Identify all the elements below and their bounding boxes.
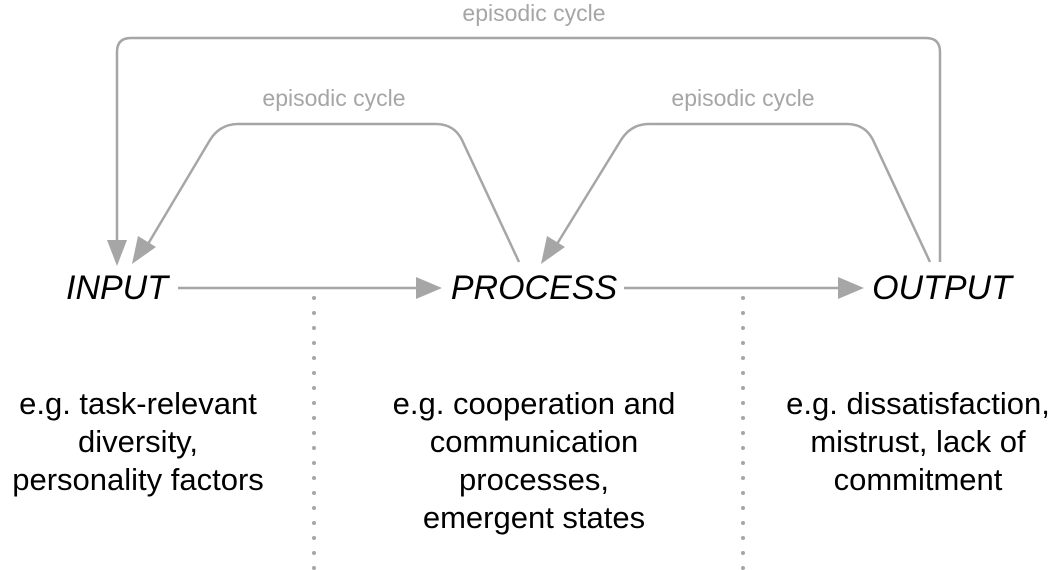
outer-cycle-arrow	[115, 36, 942, 262]
output-label: OUTPUT	[872, 269, 1014, 307]
input-example-line: personality factors	[12, 462, 264, 497]
input-examples: e.g. task-relevant diversity, personalit…	[12, 386, 264, 497]
right-cycle-arrowhead	[541, 236, 565, 264]
right-cycle-label: episodic cycle	[671, 85, 814, 111]
process-example-line: emergent states	[423, 500, 645, 535]
output-example-line: mistrust, lack of	[810, 424, 1026, 459]
outer-cycle-label: episodic cycle	[462, 0, 605, 26]
input-label: INPUT	[66, 269, 170, 307]
left-cycle-arrow	[146, 122, 521, 263]
process-examples: e.g. cooperation and communication proce…	[393, 386, 676, 535]
process-example-line: processes,	[459, 462, 609, 497]
process-example-line: communication	[430, 424, 638, 459]
outer-cycle-arrowhead	[107, 240, 127, 266]
output-examples: e.g. dissatisfaction, mistrust, lack of …	[786, 386, 1050, 497]
input-to-process-arrowhead	[416, 277, 442, 299]
output-example-line: commitment	[834, 462, 1003, 497]
output-example-line: e.g. dissatisfaction,	[786, 386, 1050, 421]
process-label: PROCESS	[451, 269, 618, 307]
left-cycle-label: episodic cycle	[262, 85, 405, 111]
right-cycle-arrow	[555, 122, 932, 263]
process-example-line: e.g. cooperation and	[393, 386, 676, 421]
left-cycle-arrowhead	[132, 236, 156, 264]
process-to-output-arrowhead	[838, 277, 864, 299]
input-example-line: diversity,	[78, 424, 198, 459]
input-example-line: e.g. task-relevant	[19, 386, 257, 421]
